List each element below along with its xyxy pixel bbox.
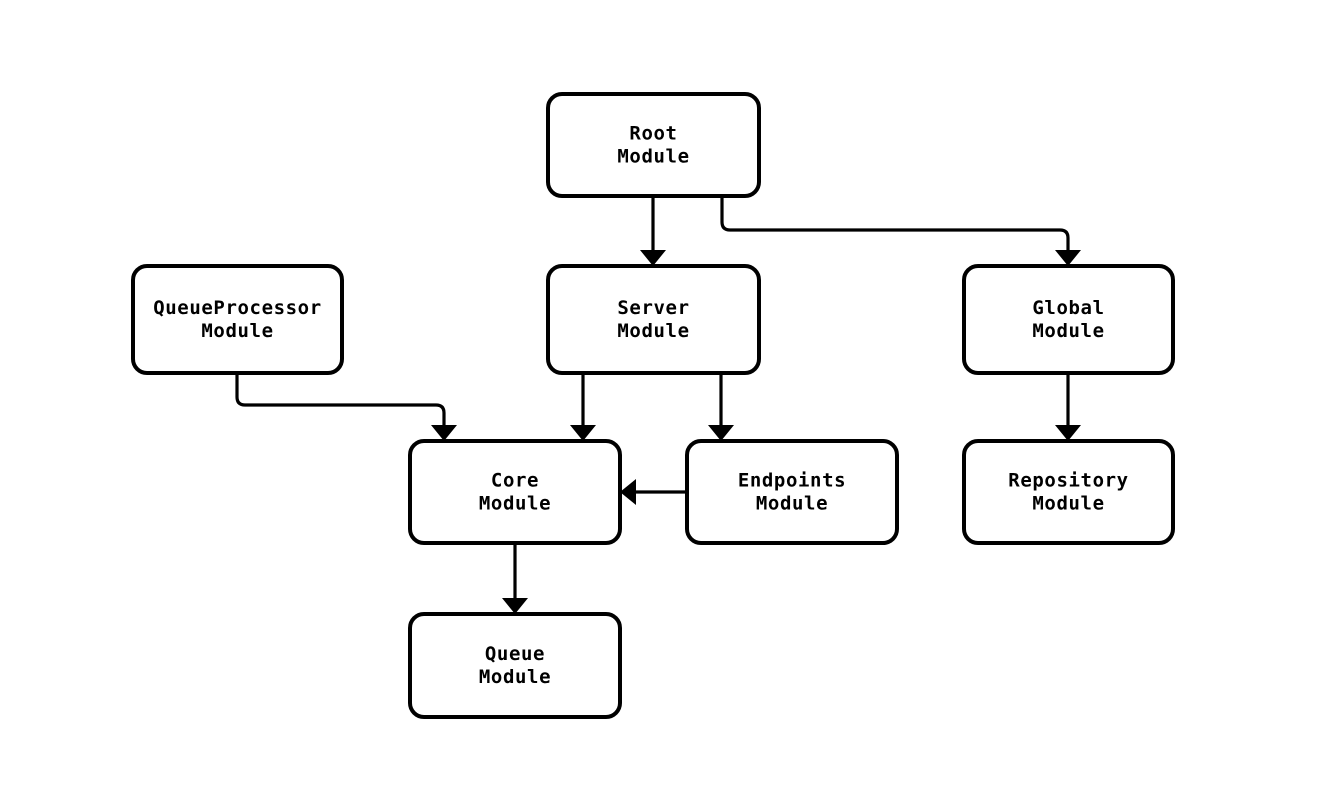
edge-global-to-repository — [1055, 373, 1081, 441]
arrow-head-icon — [640, 250, 666, 266]
node-box[interactable] — [546, 92, 761, 198]
node-box[interactable] — [408, 612, 622, 719]
node-label-line2: Module — [617, 146, 689, 168]
arrow-head-icon — [570, 425, 596, 441]
node-label-line2: Module — [479, 666, 551, 688]
arrow-head-icon — [1055, 250, 1081, 266]
node-label-line1: Server — [617, 297, 689, 319]
edge-layer — [235, 196, 1081, 614]
node-label-line2: Module — [617, 320, 689, 342]
edge-server-to-endpoints — [708, 373, 734, 441]
edge-endpoints-to-core — [620, 479, 687, 505]
arrow-head-icon — [502, 598, 528, 614]
edge-line — [720, 196, 1070, 252]
arrow-head-icon — [431, 425, 457, 441]
node-label-line2: Module — [756, 493, 828, 515]
node-box[interactable] — [962, 439, 1175, 545]
edge-queueprocessor-to-core — [235, 373, 457, 441]
edge-root-to-server — [640, 196, 666, 266]
edge-root-to-global — [720, 196, 1081, 266]
edge-core-to-queue — [502, 543, 528, 614]
node-label-line1: Repository — [1008, 470, 1128, 492]
node-label-line2: Module — [1032, 320, 1104, 342]
node-layer: RootModuleQueueProcessorModuleServerModu… — [131, 92, 1175, 719]
edge-line — [235, 373, 446, 427]
node-label-line1: Root — [629, 123, 677, 145]
node-label-line1: Endpoints — [738, 470, 846, 492]
arrow-head-icon — [620, 479, 636, 505]
arrow-head-icon — [1055, 425, 1081, 441]
edge-server-to-core — [570, 373, 596, 441]
node-box[interactable] — [408, 439, 622, 545]
node-label-line1: Queue — [485, 643, 545, 665]
node-box[interactable] — [685, 439, 899, 545]
node-label-line2: Module — [1032, 493, 1104, 515]
arrow-head-icon — [708, 425, 734, 441]
node-label-line2: Module — [201, 320, 273, 342]
node-box[interactable] — [962, 264, 1175, 375]
node-box[interactable] — [131, 264, 344, 375]
node-label-line1: QueueProcessor — [153, 297, 322, 319]
node-label-line1: Core — [491, 470, 539, 492]
node-label-line1: Global — [1032, 297, 1104, 319]
node-label-line2: Module — [479, 493, 551, 515]
node-box[interactable] — [546, 264, 761, 375]
